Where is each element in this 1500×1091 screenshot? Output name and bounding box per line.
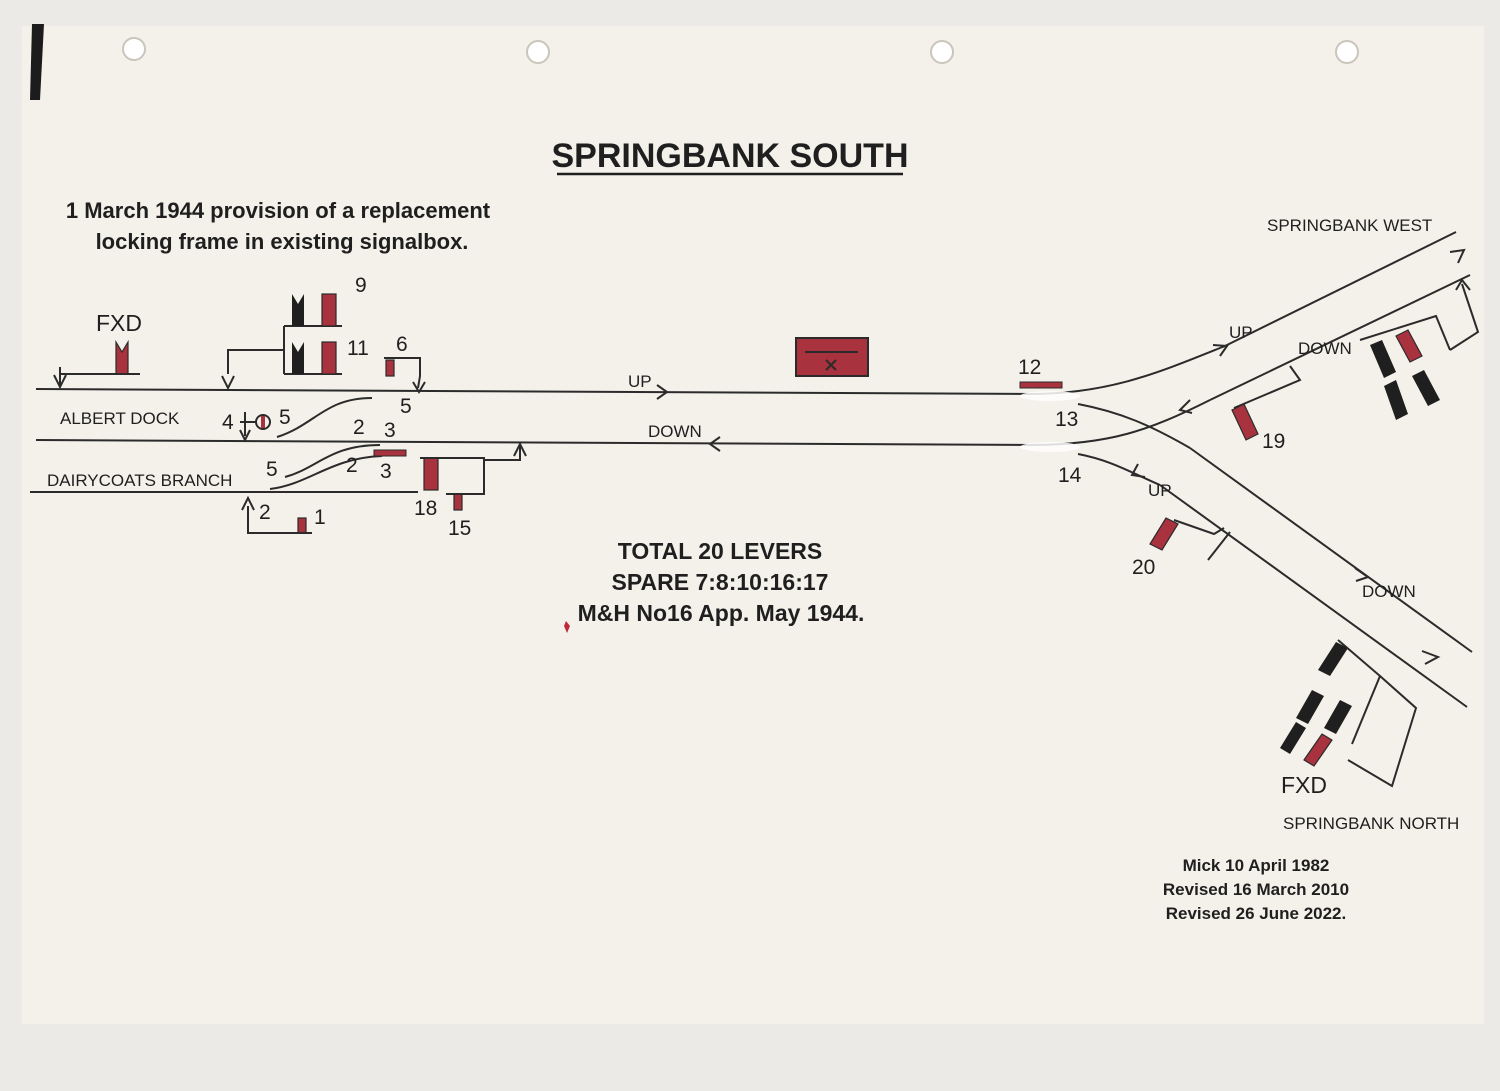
direction-arrows xyxy=(656,248,1466,665)
intro-line-2: locking frame in existing signalbox. xyxy=(96,229,469,254)
north-down-arrow-2 xyxy=(1421,650,1441,665)
page-title: SPRINGBANK SOUTH xyxy=(551,137,908,175)
crossover-lower-2 xyxy=(269,455,383,490)
dairycoats-branch-label: DAIRYCOATS BRANCH xyxy=(47,471,232,490)
credit-line-1: Mick 10 April 1982 xyxy=(1183,856,1330,875)
punch-holes xyxy=(122,37,1359,64)
summary-total: TOTAL 20 LEVERS xyxy=(618,538,823,564)
down-label-main: DOWN xyxy=(648,422,702,441)
down-label-west: DOWN xyxy=(1298,339,1352,358)
lever-14: 14 xyxy=(1058,464,1082,487)
signal-12-bar xyxy=(1019,381,1063,389)
down-label-north: DOWN xyxy=(1362,582,1416,601)
lever-19: 19 xyxy=(1262,430,1285,453)
north-up-line xyxy=(1159,484,1468,708)
up-label-north: UP xyxy=(1148,481,1172,500)
binder-mark xyxy=(30,24,44,100)
lever-1: 1 xyxy=(314,506,326,529)
paper-sheet xyxy=(22,26,1484,1024)
lever-5-dock: 5 xyxy=(279,406,291,429)
fxd-label-left: FXD xyxy=(96,310,142,336)
signal-6 xyxy=(384,357,426,394)
north-down-arrow-1 xyxy=(1354,567,1371,582)
north-up-curve xyxy=(1077,453,1161,486)
lever-15: 15 xyxy=(448,517,471,540)
intro-line-1: 1 March 1944 provision of a replacement xyxy=(66,198,491,223)
up-main-line xyxy=(35,388,1031,395)
signal-20 xyxy=(1149,517,1231,561)
down-main-line xyxy=(35,439,1031,446)
lever-3-upper: 3 xyxy=(384,419,396,442)
lever-20: 20 xyxy=(1132,556,1155,579)
summary-spare: SPARE 7:8:10:16:17 xyxy=(612,569,829,595)
springbank-west-label: SPRINGBANK WEST xyxy=(1267,216,1432,235)
lever-4: 4 xyxy=(222,411,234,434)
credit-line-2: Revised 16 March 2010 xyxy=(1163,880,1349,899)
signal-box xyxy=(795,337,869,377)
west-down-arrow xyxy=(1178,399,1193,414)
springbank-north-label: SPRINGBANK NORTH xyxy=(1283,814,1459,833)
signal-1-2 xyxy=(241,495,312,534)
lever-2-branch: 2 xyxy=(259,501,271,524)
up-label-west: UP xyxy=(1229,323,1253,342)
down-arrow xyxy=(708,436,721,452)
west-edge-arrow xyxy=(1449,248,1466,264)
north-down-line xyxy=(1189,447,1473,653)
albert-dock-label: ALBERT DOCK xyxy=(60,409,180,428)
crossover-lower xyxy=(284,444,381,478)
lever-2-upper: 2 xyxy=(353,416,365,439)
west-bracket-signals xyxy=(1359,278,1480,420)
fxd-signal-left xyxy=(53,339,140,390)
credit-line-3: Revised 26 June 2022. xyxy=(1166,904,1347,923)
bracket-signal-9-11 xyxy=(221,293,342,391)
north-bracket-signals xyxy=(1280,639,1418,788)
signal-3-bar xyxy=(373,449,407,457)
lever-11: 11 xyxy=(347,337,369,360)
lever-9: 9 xyxy=(355,274,367,297)
summary-approval: M&H No16 App. May 1944. xyxy=(578,600,865,626)
signal-18-15 xyxy=(420,441,527,511)
west-up-arrow xyxy=(1212,344,1229,357)
lever-5-lower: 5 xyxy=(266,458,278,481)
lever-12: 12 xyxy=(1018,356,1041,379)
lever-5-upper: 5 xyxy=(400,395,412,418)
ink-dot xyxy=(564,621,570,633)
switch-highlights xyxy=(1020,391,1080,452)
up-label-main: UP xyxy=(628,372,652,391)
crossover-upper xyxy=(276,397,373,438)
lever-2-lower: 2 xyxy=(346,454,358,477)
lever-13: 13 xyxy=(1055,408,1078,431)
lever-18: 18 xyxy=(414,497,437,520)
up-arrow xyxy=(656,384,669,400)
north-down-curve xyxy=(1077,403,1191,449)
lever-3-lower: 3 xyxy=(380,460,392,483)
west-down-line xyxy=(1209,274,1471,401)
lever-6: 6 xyxy=(396,333,408,356)
west-up-line xyxy=(1224,231,1457,347)
fxd-label-north: FXD xyxy=(1281,772,1327,798)
signal-4-disc xyxy=(239,412,271,443)
north-up-arrow xyxy=(1130,463,1146,478)
signal-19 xyxy=(1231,365,1302,441)
